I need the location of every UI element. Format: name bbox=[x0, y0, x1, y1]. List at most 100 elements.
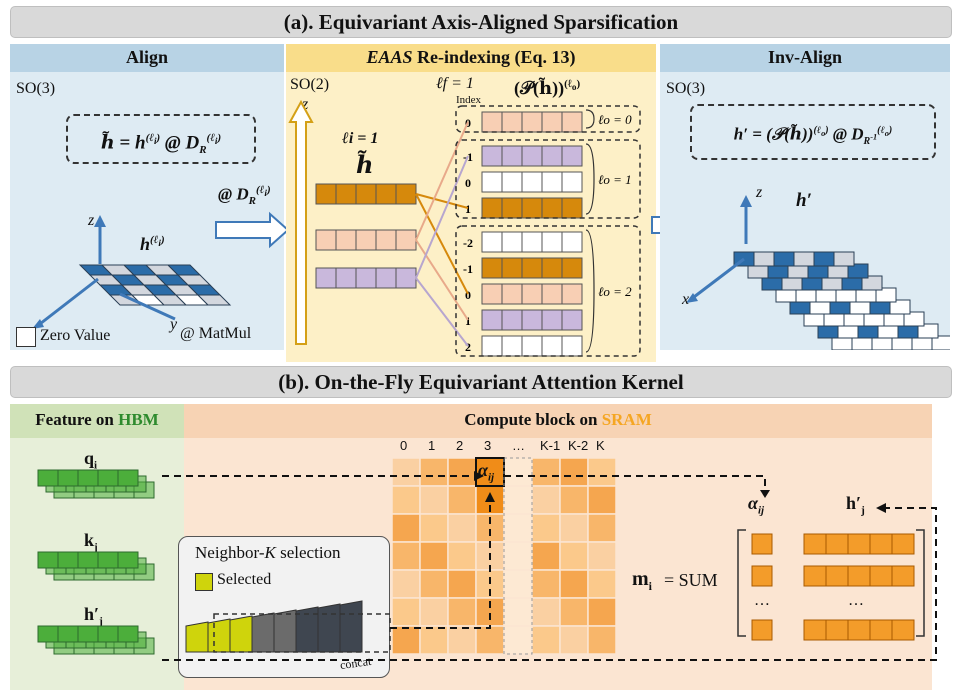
matrix-cell bbox=[503, 625, 533, 655]
alpha-flow-line bbox=[504, 475, 766, 492]
reindex-cell bbox=[561, 111, 583, 133]
sram-title-accent: SRAM bbox=[601, 410, 652, 429]
index-number: 0 bbox=[465, 288, 471, 302]
matrix-cell bbox=[587, 597, 617, 627]
reindex-panel: EAAS Re-indexing (Eq. 13) SO(2) z ℓf = 1… bbox=[286, 44, 656, 362]
neighbor-title: Neighbor-K selection bbox=[195, 543, 341, 562]
neighbor-cell bbox=[339, 600, 363, 653]
inv-align-title-bar bbox=[660, 44, 950, 72]
inv-align-group-label: SO(3) bbox=[666, 80, 706, 97]
feature-cell bbox=[97, 625, 119, 643]
hbm-title-accent: HBM bbox=[118, 410, 159, 429]
lo-group-box bbox=[455, 139, 641, 219]
brace-icon bbox=[585, 143, 595, 215]
zero-value-swatch bbox=[16, 327, 36, 347]
matrix-cell bbox=[447, 625, 477, 655]
matrix-cell bbox=[587, 513, 617, 543]
index-label: Index bbox=[456, 94, 482, 106]
matrix-cell bbox=[391, 625, 421, 655]
inv-tensor-cell bbox=[917, 323, 939, 339]
lo-label: ℓo = 2 bbox=[598, 284, 632, 299]
li-label: ℓi = 1 bbox=[342, 130, 379, 147]
legend-matmul: @ MatMul bbox=[180, 325, 252, 342]
reindex-group-label: SO(2) bbox=[290, 76, 330, 93]
feature-cell bbox=[117, 551, 139, 569]
matrix-cell bbox=[531, 457, 561, 487]
inv-axis-z: z bbox=[756, 184, 763, 201]
matrix-cell bbox=[419, 569, 449, 599]
alpha-result-cell bbox=[751, 533, 773, 555]
section-b-header: (b). On-the-Fly Equivariant Attention Ke… bbox=[10, 366, 952, 398]
right-arrow-icon bbox=[215, 211, 290, 249]
reindex-link-line bbox=[415, 277, 469, 347]
h-result-cell bbox=[803, 533, 827, 555]
matrix-col-label: … bbox=[512, 438, 525, 453]
result-ellipsis-right: … bbox=[848, 592, 864, 609]
matrix-cell bbox=[447, 485, 477, 515]
feature-cell bbox=[97, 551, 119, 569]
matrix-col-label: K-2 bbox=[568, 438, 589, 453]
matrix-cell bbox=[391, 513, 421, 543]
sum-bracket-right bbox=[916, 529, 925, 637]
matrix-cell bbox=[531, 625, 561, 655]
reindex-link-line bbox=[415, 193, 469, 295]
hbm-title-prefix: Feature on bbox=[35, 410, 119, 429]
sum-bracket-left bbox=[737, 529, 746, 637]
matrix-col-label: 2 bbox=[456, 438, 464, 453]
lo-label: ℓo = 1 bbox=[598, 172, 632, 187]
brace-icon bbox=[585, 229, 595, 353]
matrix-cell bbox=[391, 485, 421, 515]
matrix-cell bbox=[475, 457, 505, 487]
matrix-cell bbox=[419, 513, 449, 543]
reindex-title: EAAS Re-indexing (Eq. 13) bbox=[286, 47, 656, 68]
concat-box bbox=[213, 613, 391, 653]
section-a-title: (a). Equivariant Axis-Aligned Sparsifica… bbox=[283, 10, 679, 34]
inv-tensor-cell bbox=[847, 263, 869, 279]
alpha-result-cell bbox=[751, 619, 773, 641]
matrix-col-label: 3 bbox=[484, 438, 492, 453]
arrow-head-icon bbox=[760, 490, 770, 498]
matrix-cell bbox=[587, 569, 617, 599]
x-axis-arrow-icon bbox=[32, 319, 44, 329]
feature-q-label: qi bbox=[84, 448, 98, 472]
inv-tensor-cell bbox=[875, 287, 897, 303]
reindex-link-line bbox=[415, 155, 469, 279]
h-result-cell bbox=[803, 565, 827, 587]
h-result-cell bbox=[869, 619, 893, 641]
matrix-cell bbox=[419, 485, 449, 515]
h-result-cell bbox=[891, 619, 915, 641]
inv-axis-x: x bbox=[682, 291, 690, 308]
matrix-cell bbox=[391, 457, 421, 487]
matrix-cell bbox=[447, 597, 477, 627]
neighbor-cell bbox=[207, 618, 231, 653]
matrix-cell bbox=[419, 541, 449, 571]
feature-cell bbox=[77, 625, 99, 643]
ellipsis-column bbox=[503, 457, 533, 655]
selected-label: Selected bbox=[217, 571, 272, 588]
feature-cell bbox=[57, 469, 79, 487]
matrix-cell bbox=[531, 513, 561, 543]
reindex-cell bbox=[561, 309, 583, 331]
matrix-cell bbox=[559, 541, 589, 571]
matrix-cell bbox=[531, 569, 561, 599]
align-axis-z: z bbox=[88, 212, 95, 229]
matrix-cell bbox=[391, 569, 421, 599]
legend-zero-value: Zero Value bbox=[40, 327, 111, 344]
align-title-bar bbox=[10, 44, 284, 72]
matrix-cell bbox=[503, 541, 533, 571]
feature-cell bbox=[77, 469, 99, 487]
matrix-cell bbox=[559, 569, 589, 599]
arrow-head-icon bbox=[876, 503, 886, 513]
lo-label: ℓo = 0 bbox=[598, 112, 632, 127]
h-result-cell bbox=[847, 565, 871, 587]
section-b-title: (b). On-the-Fly Equivariant Attention Ke… bbox=[278, 370, 684, 394]
alpha-cell-label: αij bbox=[478, 460, 495, 484]
matrix-cell bbox=[419, 625, 449, 655]
reindex-cell bbox=[561, 145, 583, 167]
inv-tensor-cell bbox=[889, 299, 911, 315]
h-result-cell bbox=[825, 619, 849, 641]
matrix-cell bbox=[419, 597, 449, 627]
h-flow-line bbox=[162, 507, 937, 661]
matrix-cell bbox=[391, 597, 421, 627]
